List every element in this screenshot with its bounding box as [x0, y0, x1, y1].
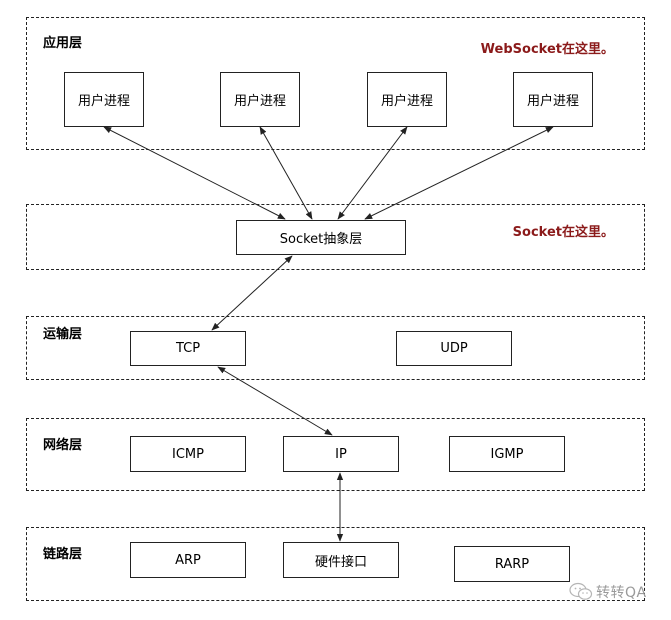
transport-layer: 运输层 — [26, 316, 645, 380]
hardware-interface-box: 硬件接口 — [283, 542, 399, 578]
wechat-icon — [569, 582, 593, 600]
igmp-box: IGMP — [449, 436, 565, 472]
network-layer-label: 网络层 — [43, 438, 83, 453]
tcp-box: TCP — [130, 331, 246, 366]
ip-box: IP — [283, 436, 399, 472]
application-layer: 应用层 WebSocket在这里。 — [26, 17, 645, 150]
icmp-box: ICMP — [130, 436, 246, 472]
arp-box: ARP — [130, 542, 246, 578]
socket-layer: Socket在这里。 — [26, 204, 645, 270]
socket-abstraction-box: Socket抽象层 — [236, 220, 406, 255]
user-process-box-4: 用户进程 — [513, 72, 593, 127]
watermark-text: 转转QA — [596, 585, 647, 601]
socket-note: Socket在这里。 — [512, 225, 614, 240]
network-layer: 网络层 — [26, 418, 645, 491]
transport-layer-label: 运输层 — [43, 327, 83, 342]
link-layer: 链路层 — [26, 527, 645, 601]
user-process-box-3: 用户进程 — [367, 72, 447, 127]
link-layer-label: 链路层 — [43, 547, 83, 562]
user-process-box-1: 用户进程 — [64, 72, 144, 127]
user-process-box-2: 用户进程 — [220, 72, 300, 127]
websocket-note: WebSocket在这里。 — [480, 42, 614, 57]
rarp-box: RARP — [454, 546, 570, 582]
udp-box: UDP — [396, 331, 512, 366]
application-layer-label: 应用层 — [43, 36, 83, 51]
